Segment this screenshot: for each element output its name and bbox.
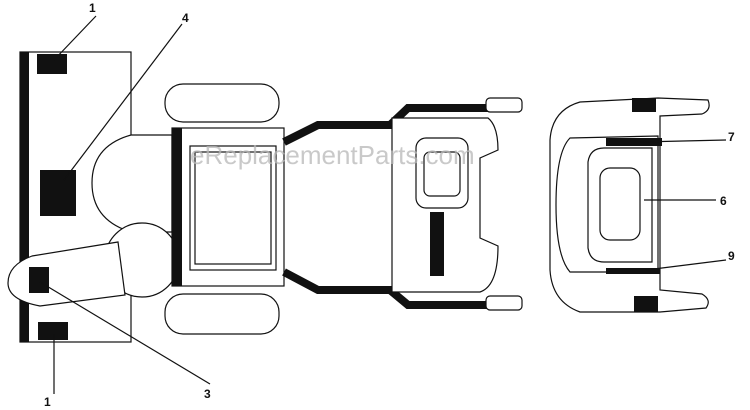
frame-top [282,104,490,146]
seat-frame-bar [172,128,182,286]
callout-9: 9 [728,249,735,263]
leader-3 [39,281,211,385]
leader-7 [639,139,727,143]
callout-6: 6 [720,194,727,208]
tire-rear-bottom [164,293,280,335]
decal-9 [606,268,660,274]
front-axle-top [485,97,523,113]
leader-lines [39,15,727,394]
tractor-frame [282,104,490,309]
hood-decal [430,212,444,276]
attachment-bottom-bracket [634,296,658,312]
deck-housings [7,134,180,307]
deck-left-strip [20,52,29,342]
engine-hood [391,97,523,311]
tractor-body [171,127,285,287]
decal-1-top [37,54,67,74]
leader-4 [63,23,183,181]
callout-4: 4 [182,11,189,25]
rear-tires [164,83,280,335]
front-axle-bottom [485,295,523,311]
decal-3 [29,267,49,293]
hood-top-inner [423,151,461,197]
tire-rear-top [164,83,280,123]
callout-labels: 1 4 7 6 9 3 1 [44,1,735,409]
attachment-handle [599,167,641,241]
leader-1-top [53,15,97,61]
decal-4 [40,170,76,216]
decal-7 [606,138,662,146]
callout-1-top: 1 [89,1,96,15]
front-attachment [549,97,710,313]
leader-9 [645,259,727,271]
decal-1-bottom [38,322,68,340]
callout-3: 3 [204,387,211,401]
callout-1-bottom: 1 [44,395,51,409]
callout-7: 7 [728,130,735,144]
frame-bottom [282,268,490,309]
seat-inner [194,151,272,265]
attachment-top-bracket [632,98,656,112]
watermark: eReplacementParts.com [190,140,475,170]
